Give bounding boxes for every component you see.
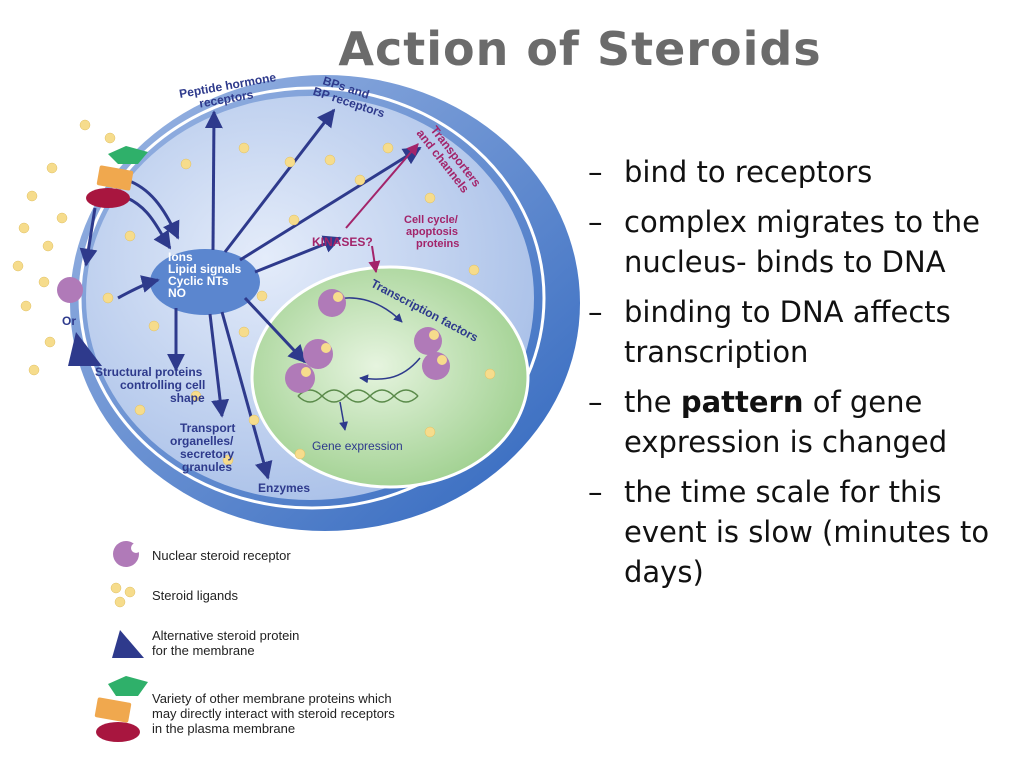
label-enzymes: Enzymes (258, 481, 310, 495)
dna-strand (297, 389, 419, 403)
alternative-steroid-protein (68, 332, 102, 366)
steroid-action-diagram: Peptide hormonereceptors BPs andBP recep… (12, 70, 580, 742)
legend-membrane-proteins-label: Variety of other membrane proteins which… (152, 691, 395, 736)
membrane-protein-red (86, 188, 130, 208)
legend-ligands-label: Steroid ligands (152, 588, 238, 603)
second-messenger-hub (150, 249, 260, 315)
membrane-protein-orange (96, 165, 134, 191)
legend-ligands-swatch (110, 582, 136, 608)
legend-alt-protein-swatch (112, 630, 144, 658)
legend-receptor-label: Nuclear steroid receptor (152, 548, 291, 563)
legend-red-protein-swatch (96, 722, 140, 742)
bullet-item: the pattern of gene expression is change… (588, 382, 1018, 462)
legend-green-protein-swatch (108, 676, 148, 696)
membrane-protein-green (108, 146, 148, 164)
steroid-ligands (12, 119, 496, 466)
signal-arrows (79, 108, 422, 480)
bullet-item: bind to receptors (588, 152, 1018, 192)
legend: Nuclear steroid receptor Steroid ligands… (94, 541, 395, 742)
bullet-item: complex migrates to the nucleus- binds t… (588, 202, 1018, 282)
slide-title: Action of Steroids (338, 22, 822, 76)
bullet-item: the time scale for this event is slow (m… (588, 472, 1018, 592)
bullet-item: binding to DNA affects transcription (588, 292, 1018, 372)
emphasis-pattern: pattern (680, 385, 804, 419)
bullet-list: bind to receptors complex migrates to th… (588, 152, 1018, 602)
label-or: Or (62, 314, 76, 328)
label-gene-expression: Gene expression (312, 439, 403, 453)
label-kinases: KINASES? (312, 235, 373, 249)
legend-orange-protein-swatch (94, 697, 132, 723)
